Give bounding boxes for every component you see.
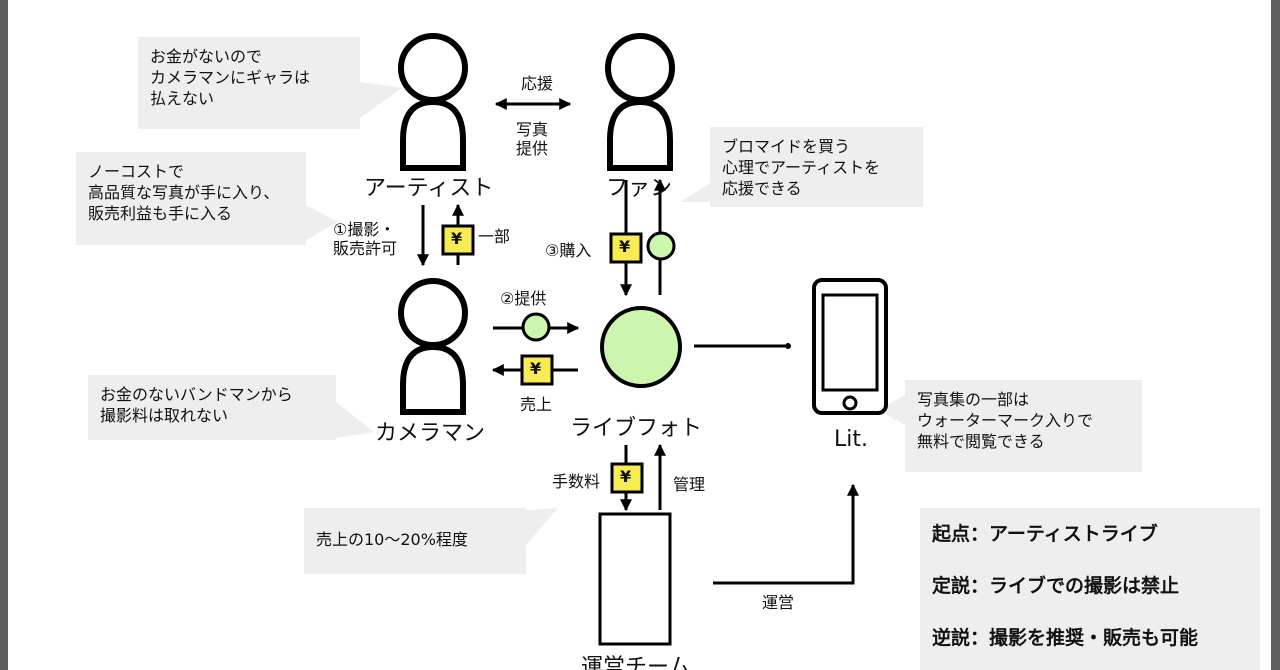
cameraman-label: カメラマン — [375, 421, 486, 446]
fee-yen-box — [610, 462, 644, 494]
artist-left-callout: ノーコストで 高品質な写真が手に入り、 販売利益も手に入る — [76, 152, 306, 245]
lit-label: Lit. — [834, 427, 868, 452]
fee-label: 手数料 — [552, 472, 601, 491]
provide-label: ②提供 — [500, 289, 547, 308]
part-yen-box — [441, 224, 475, 256]
shoot-permit-label: ①撮影・ 販売許可 — [333, 220, 398, 259]
team-label: 運営チーム — [581, 655, 691, 670]
summary-note: 起点：アーティストライブ 定説：ライブでの撮影は禁止 逆説：撮影を推奨・販売も可… — [920, 508, 1260, 670]
cameraman-person-icon — [398, 278, 468, 415]
part-yen-label: ¥ — [451, 229, 463, 248]
artist-callout-tail — [360, 82, 402, 118]
livephoto-label: ライブフォト — [570, 416, 703, 441]
fan-photo-circle — [646, 231, 676, 261]
lit-callout-tail — [878, 395, 905, 425]
livephoto-circle — [600, 306, 682, 388]
phone-icon — [812, 278, 888, 415]
note-convention: 定説：ライブでの撮影は禁止 — [932, 575, 1180, 597]
diagram-canvas: ¥ ¥ ¥ ¥ アーティスト ファン カメラマン ライブフォト Lit. 運営チ… — [8, 0, 1271, 670]
fan-callout: ブロマイドを買う 心理でアーティストを 応援できる — [710, 127, 923, 207]
fee-yen-label: ¥ — [620, 467, 632, 486]
operate-label: 運営 — [762, 593, 795, 612]
part-label: 一部 — [478, 227, 511, 246]
artist-callout: お金がないので カメラマンにギャラは 払えない — [138, 37, 360, 129]
provide-photo-circle — [521, 312, 551, 342]
cameraman-callout: お金のないバンドマンから 撮影料は取れない — [88, 375, 336, 440]
sales-yen-label: ¥ — [530, 359, 542, 378]
purchase-yen-box — [609, 232, 643, 264]
lit-callout: 写真集の一部は ウォーターマーク入りで 無料で閲覧できる — [905, 380, 1142, 472]
manage-label: 管理 — [673, 475, 706, 494]
team-rectangle — [598, 512, 672, 646]
sales-yen-box — [520, 354, 554, 386]
purchase-label: ③購入 — [545, 241, 592, 260]
operate-arrow — [713, 483, 859, 585]
purchase-yen-label: ¥ — [619, 237, 631, 256]
cameraman-callout-tail — [336, 402, 374, 438]
fan-person-icon — [605, 33, 675, 171]
lit-connector-dot — [785, 343, 791, 349]
note-paradox: 逆説：撮影を推奨・販売も可能 — [932, 627, 1199, 649]
artist-label: アーティスト — [364, 176, 494, 201]
artist-person-icon — [398, 33, 468, 171]
fan-label: ファン — [606, 176, 673, 201]
fan-callout-tail — [680, 182, 712, 202]
team-callout-tail — [526, 508, 558, 545]
photo-provide-label: 写真 提供 — [516, 120, 549, 159]
support-label: 応援 — [521, 74, 554, 93]
team-callout: 売上の10～20%程度 — [304, 508, 526, 574]
sales-label: 売上 — [520, 395, 553, 414]
artist-left-callout-tail — [306, 205, 338, 240]
diagram-graphics — [306, 33, 905, 646]
note-origin: 起点：アーティストライブ — [932, 523, 1158, 545]
